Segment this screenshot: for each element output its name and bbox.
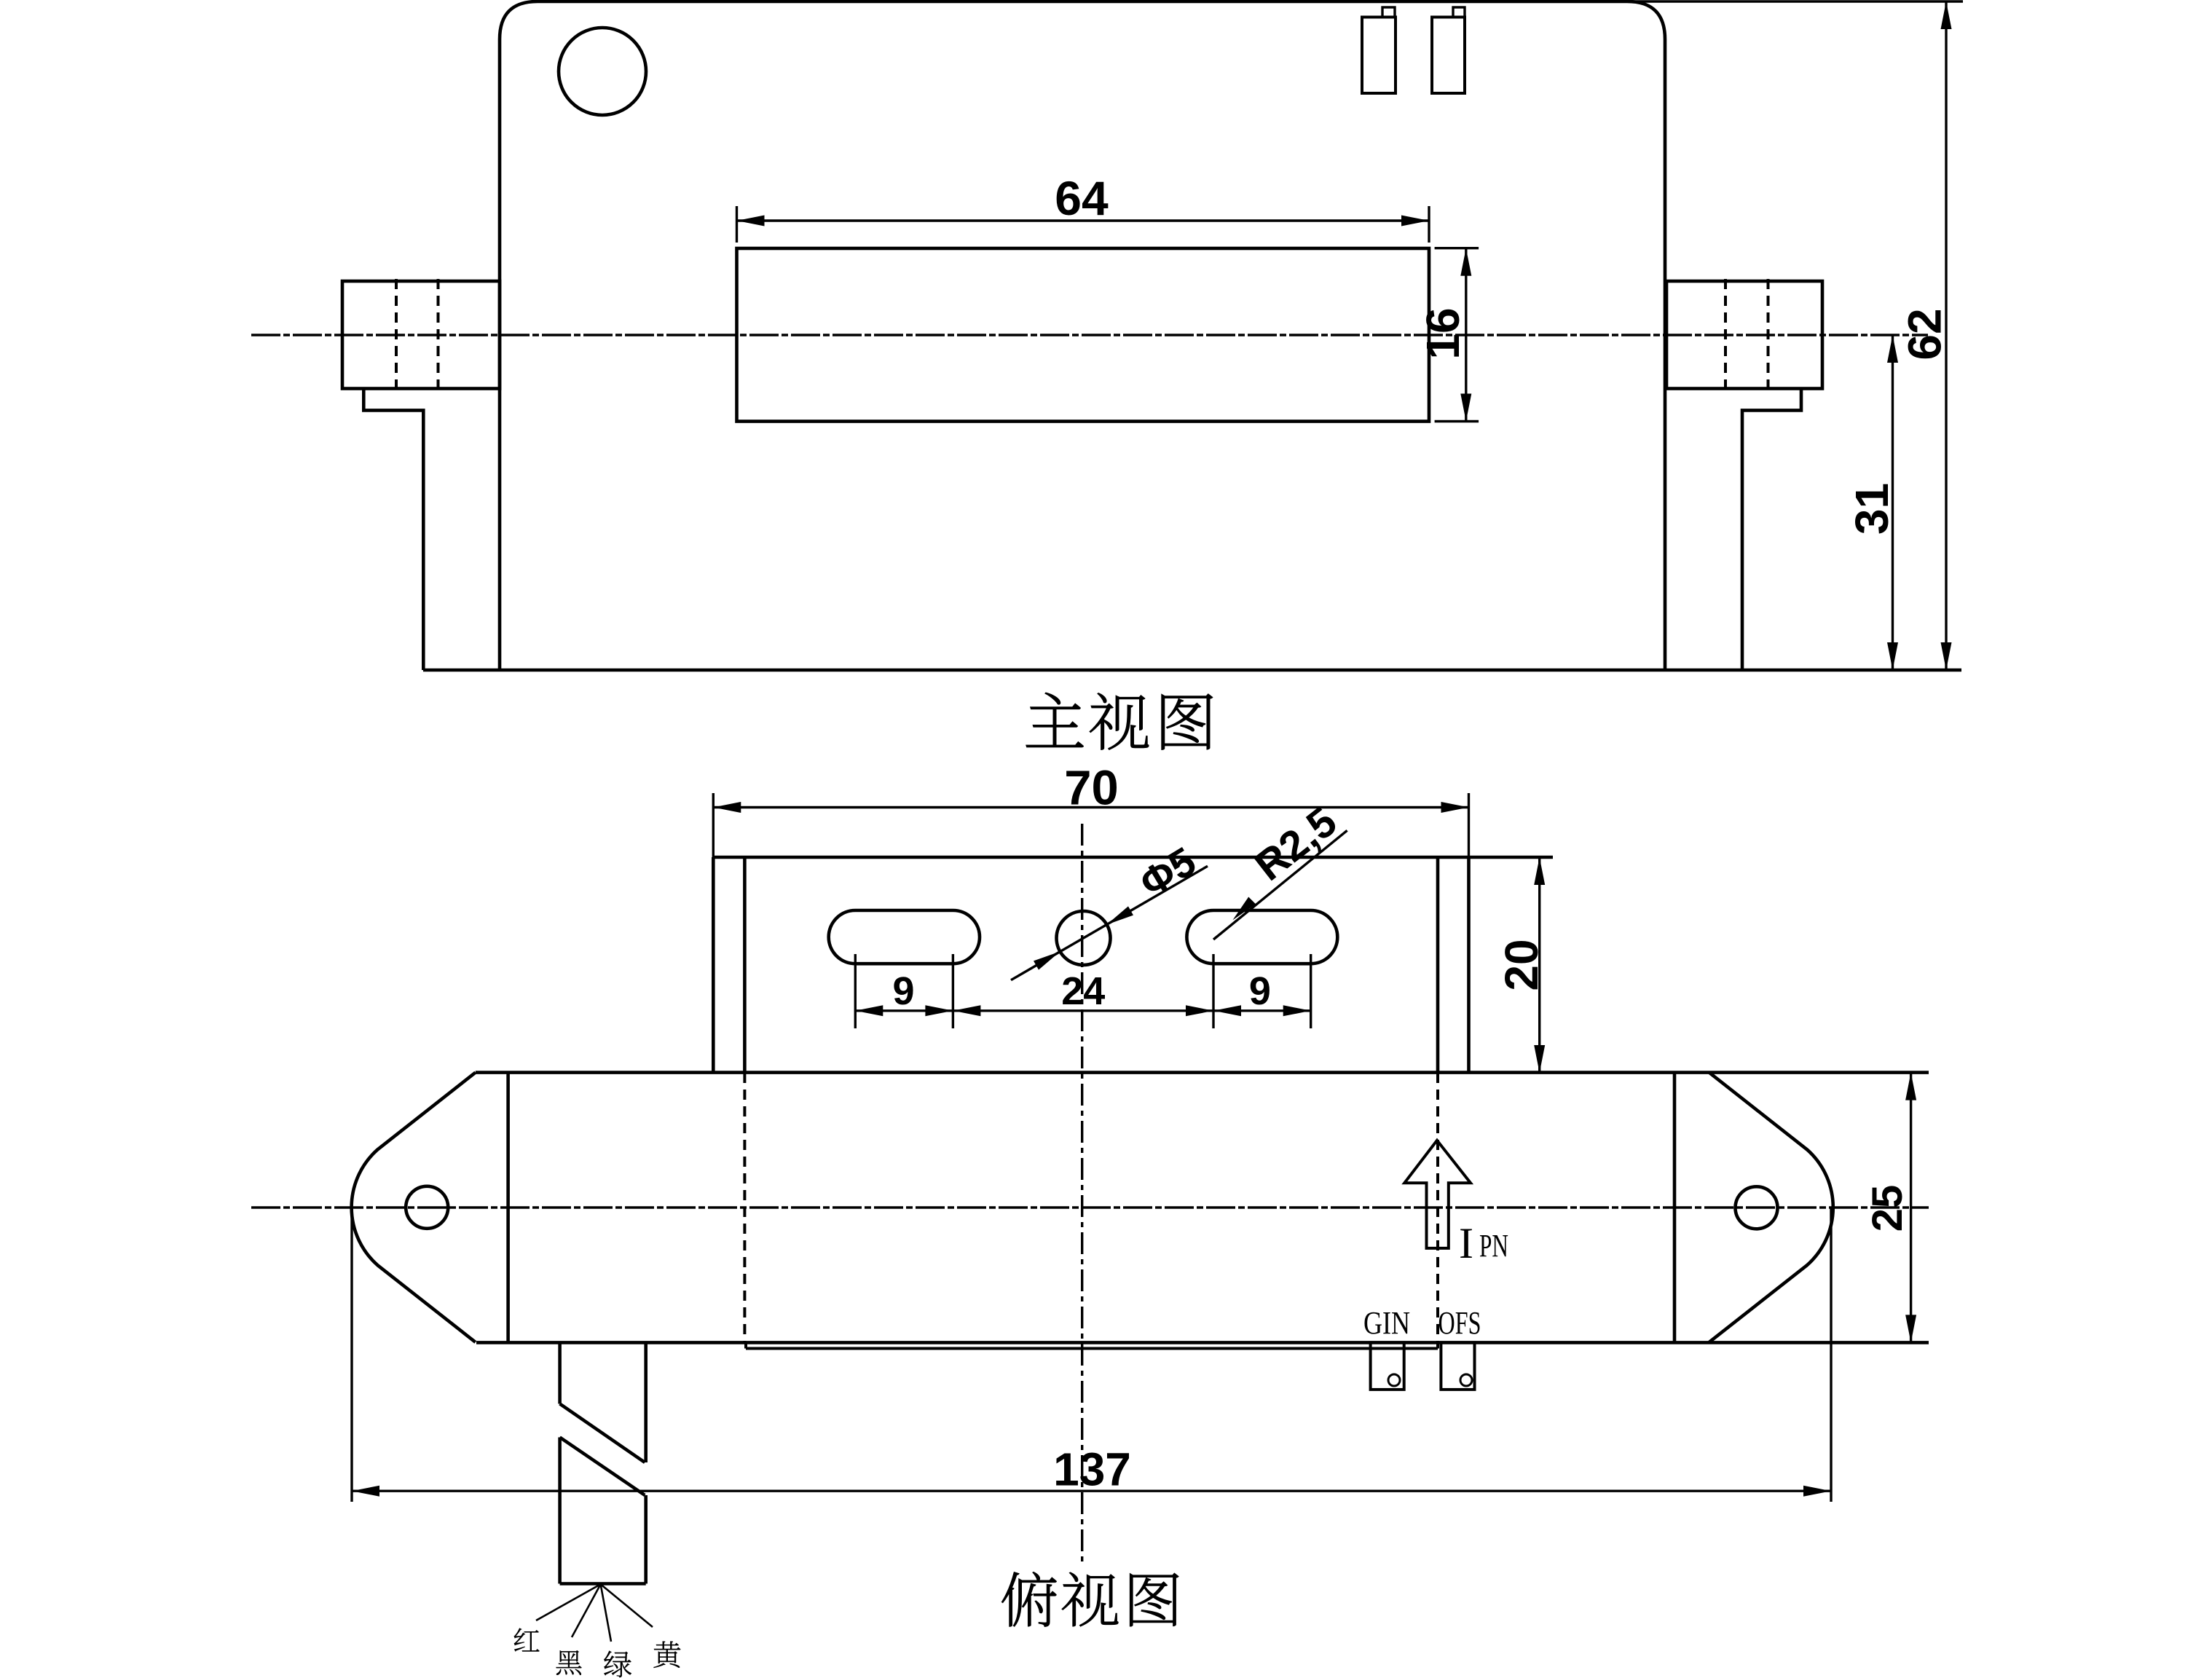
svg-text:9: 9 [892, 969, 914, 1013]
svg-text:20: 20 [1495, 939, 1548, 990]
svg-text:OFS: OFS [1438, 1306, 1481, 1341]
svg-text:PN: PN [1479, 1229, 1508, 1264]
svg-text:I: I [1459, 1219, 1473, 1267]
svg-text:64: 64 [1055, 171, 1109, 225]
svg-text:24: 24 [1061, 969, 1105, 1013]
svg-text:16: 16 [1417, 307, 1469, 359]
svg-text:GIN: GIN [1363, 1305, 1410, 1341]
svg-text:62: 62 [1899, 308, 1951, 360]
svg-text:9: 9 [1249, 969, 1271, 1013]
svg-text:70: 70 [1064, 761, 1119, 816]
svg-text:137: 137 [1053, 1443, 1131, 1495]
svg-text:25: 25 [1864, 1185, 1911, 1232]
svg-text:31: 31 [1846, 483, 1898, 535]
